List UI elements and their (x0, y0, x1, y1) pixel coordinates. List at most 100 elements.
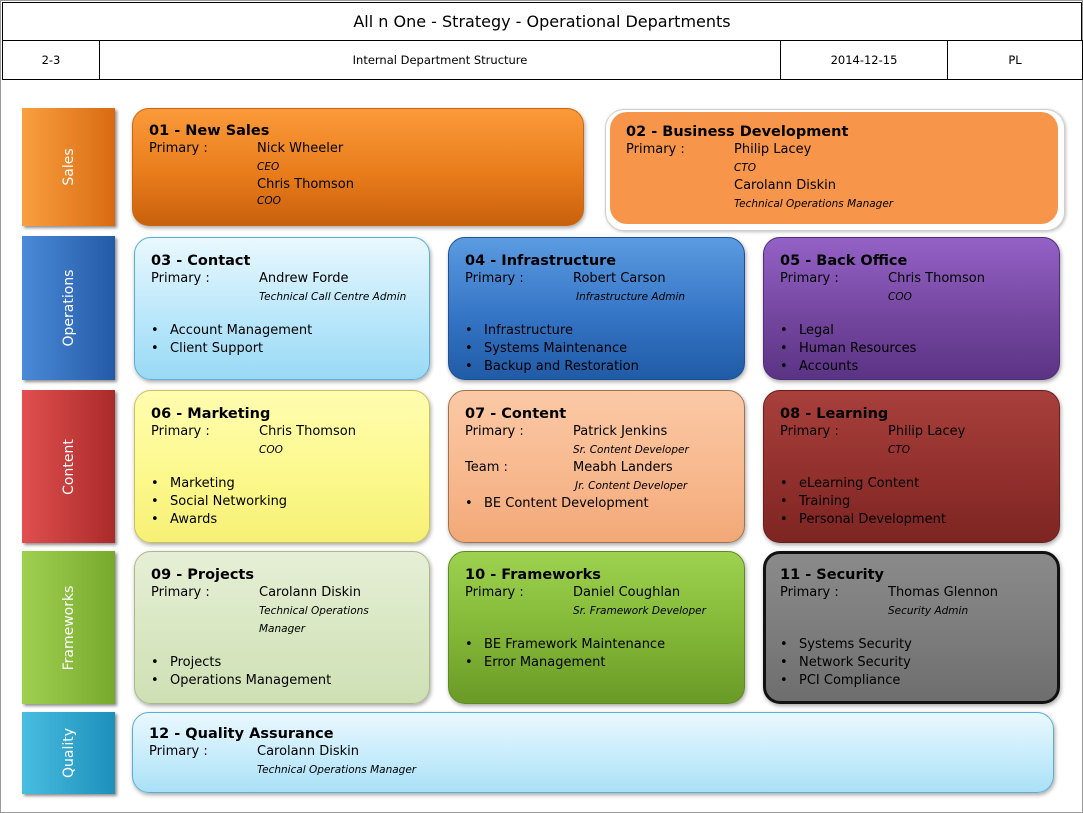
department-card-marketing: 06 - Marketing Primary :Chris Thomson CO… (134, 390, 430, 543)
list-item: Backup and Restoration (465, 358, 728, 376)
list-item: Systems Security (780, 636, 1043, 654)
department-card-new-sales: 01 - New Sales Primary : Nick Wheeler CEO… (132, 108, 584, 226)
team-label: Team : (465, 460, 508, 475)
person-role: Sr. Content Developer (573, 444, 689, 456)
primary-label: Primary : (151, 424, 210, 439)
primary-label: Primary : (780, 424, 839, 439)
list-item: Awards (151, 511, 413, 529)
primary-label: Primary : (780, 585, 839, 600)
document-title: All n One - Strategy - Operational Depar… (2, 2, 1082, 41)
list-item: Marketing (151, 475, 413, 493)
primary-label: Primary : (626, 142, 685, 157)
responsibility-list: Legal Human Resources Accounts (780, 322, 1043, 376)
person-role: Jr. Content Developer (575, 480, 688, 492)
row-label-text: Operations (60, 269, 77, 347)
list-item: Social Networking (151, 493, 413, 511)
list-item: Accounts (780, 358, 1043, 376)
list-item: Network Security (780, 654, 1043, 672)
responsibility-list: BE Content Development (465, 495, 728, 513)
row-label-frameworks: Frameworks (22, 551, 115, 704)
page-number: 2-3 (3, 41, 100, 79)
department-card-business-development: 02 - Business Development Primary :Phili… (610, 112, 1058, 224)
person-role: COO (257, 195, 281, 207)
person-role: Technical Operations Manager (257, 764, 417, 776)
responsibility-list: Infrastructure Systems Maintenance Backu… (465, 322, 728, 376)
department-card-quality-assurance: 12 - Quality Assurance Primary : Carolann… (132, 712, 1054, 793)
list-item: Error Management (465, 654, 728, 672)
department-card-frameworks: 10 - Frameworks Primary : Daniel Coughlan… (448, 551, 745, 704)
responsibility-list: Account Management Client Support (151, 322, 413, 358)
row-label-quality: Quality (22, 712, 115, 794)
department-title: 02 - Business Development (626, 124, 849, 140)
list-item: Operations Management (151, 672, 413, 690)
primary-label: Primary : (465, 585, 524, 600)
row-label-text: Sales (60, 148, 77, 186)
primary-label: Primary : (465, 271, 524, 286)
person-name: Carolann Diskin (259, 585, 362, 600)
department-card-infrastructure: 04 - Infrastructure Primary : Robert Cars… (448, 237, 745, 380)
primary-label: Primary : (151, 585, 210, 600)
person-role: Technical Call Centre Admin (259, 291, 407, 303)
department-title: 04 - Infrastructure (465, 253, 617, 269)
list-item: Infrastructure (465, 322, 728, 340)
list-item: Human Resources (780, 340, 1043, 358)
list-item: BE Content Development (465, 495, 728, 513)
person-name: Robert Carson (573, 271, 666, 286)
department-card-learning: 08 - Learning Primary :Philip Lacey CTO … (763, 390, 1060, 543)
department-title: 01 - New Sales (149, 123, 270, 139)
department-title: 05 - Back Office (780, 253, 908, 269)
row-label-content: Content (22, 390, 115, 543)
department-title: 12 - Quality Assurance (149, 726, 334, 742)
person-name: Carolann Diskin (734, 178, 837, 193)
person-role: Technical Operations Manager (734, 198, 894, 210)
list-item: Systems Maintenance (465, 340, 728, 358)
header-info-row: 2-3 Internal Department Structure 2014-1… (2, 40, 1083, 80)
primary-label: Primary : (149, 744, 208, 759)
responsibility-list: Marketing Social Networking Awards (151, 475, 413, 529)
department-card-contact: 03 - Contact Primary :Andrew Forde Techn… (134, 237, 430, 380)
person-role: Security Admin (888, 605, 969, 617)
person-name: Thomas Glennon (888, 585, 999, 600)
list-item: Projects (151, 654, 413, 672)
primary-label: Primary : (465, 424, 524, 439)
department-title: 06 - Marketing (151, 406, 271, 422)
person-role: Technical Operations Manager (259, 605, 369, 635)
department-title: 10 - Frameworks (465, 567, 601, 583)
person-role: CEO (257, 161, 280, 173)
responsibility-list: eLearning Content Training Personal Deve… (780, 475, 1043, 529)
person-name: Carolann Diskin (257, 744, 360, 759)
primary-label: Primary : (780, 271, 839, 286)
row-label-text: Frameworks (60, 585, 77, 670)
person-role: CTO (734, 162, 757, 174)
person-name: Andrew Forde (259, 271, 349, 286)
person-role: Sr. Framework Developer (573, 605, 706, 617)
person-role: COO (259, 444, 283, 456)
person-name: Nick Wheeler (257, 141, 344, 156)
list-item: PCI Compliance (780, 672, 1043, 690)
department-title: 11 - Security (780, 567, 884, 583)
person-role: CTO (888, 444, 911, 456)
primary-label: Primary : (151, 271, 210, 286)
department-title: 07 - Content (465, 406, 567, 422)
department-card-projects: 09 - Projects Primary : Carolann Diskin T… (134, 551, 430, 704)
list-item: Client Support (151, 340, 413, 358)
row-label-text: Content (60, 438, 77, 495)
person-role: COO (888, 291, 912, 303)
department-title: 08 - Learning (780, 406, 889, 422)
department-card-security: 11 - Security Primary : Thomas Glennon Se… (763, 551, 1060, 704)
person-name: Chris Thomson (888, 271, 985, 286)
department-title: 09 - Projects (151, 567, 254, 583)
primary-label: Primary : (149, 141, 208, 156)
person-name: Daniel Coughlan (573, 585, 681, 600)
list-item: Legal (780, 322, 1043, 340)
row-label-sales: Sales (22, 108, 115, 226)
list-item: Account Management (151, 322, 413, 340)
person-name: Meabh Landers (573, 460, 673, 475)
list-item: Training (780, 493, 1043, 511)
document-date: 2014-12-15 (781, 41, 948, 79)
department-card-content: 07 - Content Primary :Patrick Jenkins Sr… (448, 390, 745, 543)
row-label-operations: Operations (22, 236, 115, 380)
responsibility-list: Projects Operations Management (151, 654, 413, 690)
person-role: Infrastructure Admin (576, 291, 686, 303)
department-card-back-office: 05 - Back Office Primary :Chris Thomson … (763, 237, 1060, 380)
